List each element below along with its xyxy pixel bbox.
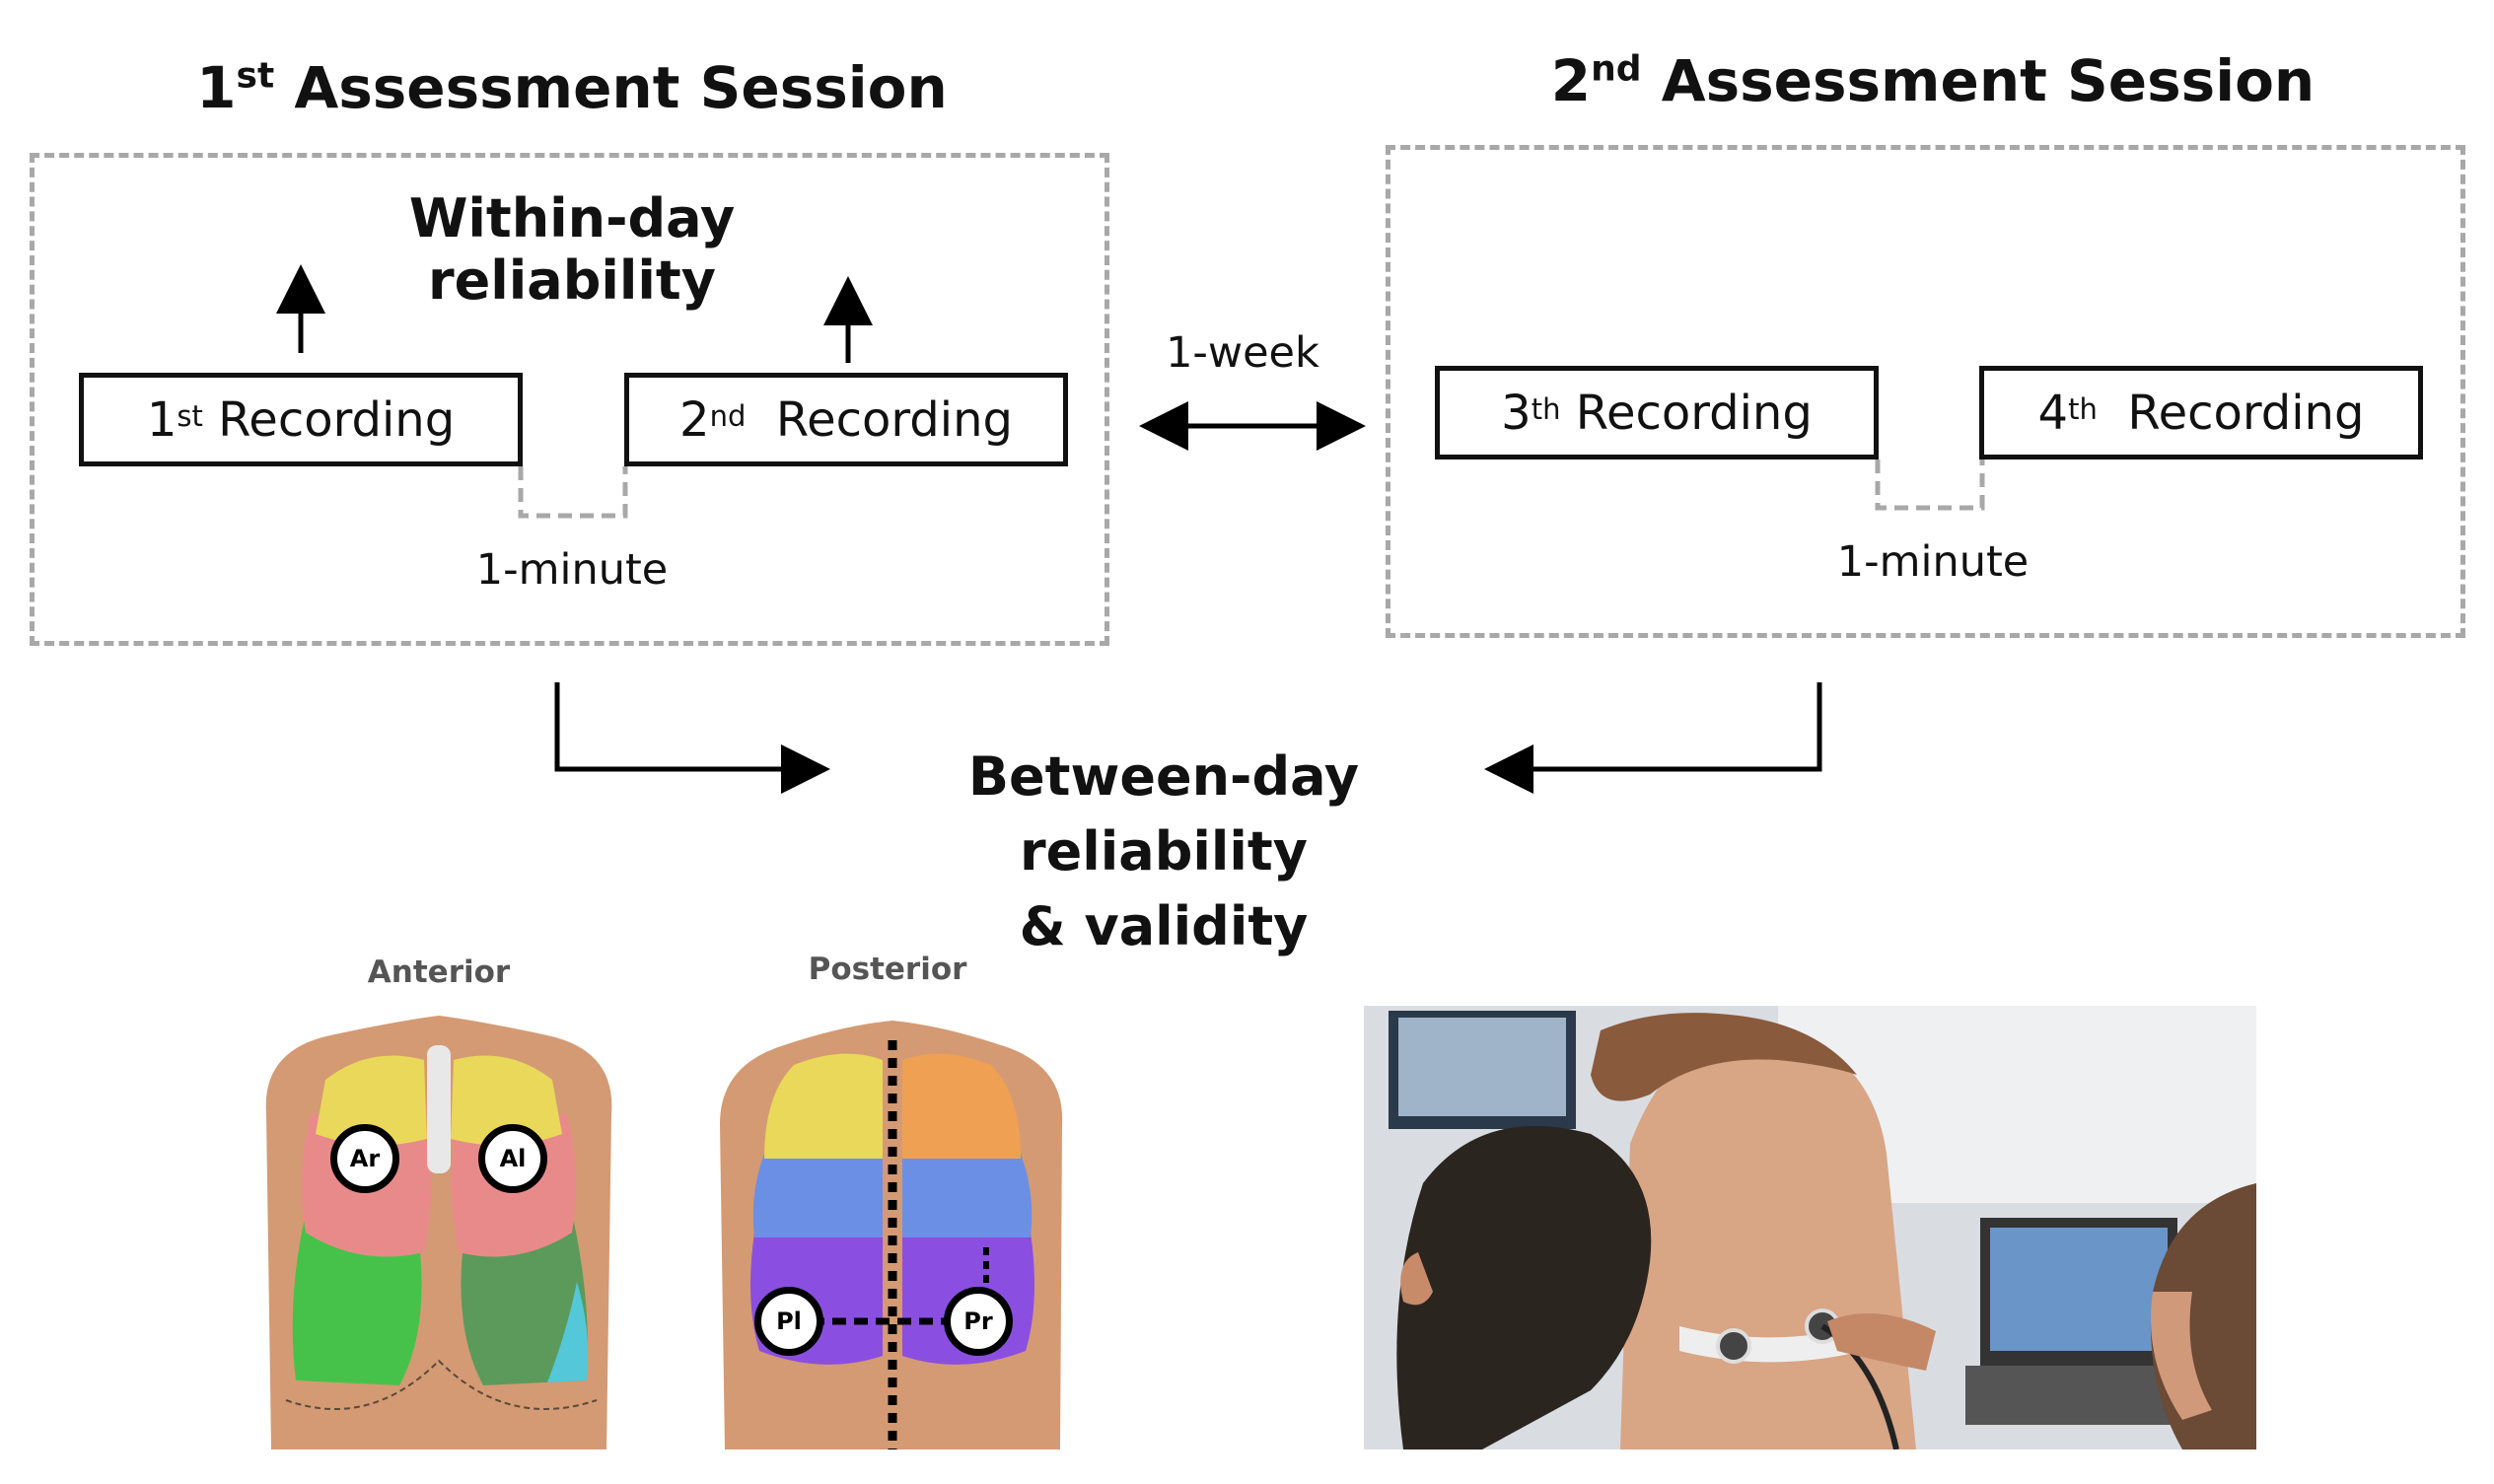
photo-patient-hair [1591,1013,1857,1101]
marker-pr: Pr [944,1287,1013,1356]
session1-interval-connector [518,466,628,519]
photo-examiner-right-face [2151,1292,2212,1420]
between-day-label: Between-day reliability & validity [967,745,1360,957]
photo-hand-right [1827,1313,1936,1371]
photo-right-laptop-screen [1990,1228,2168,1351]
session2-interval-label: 1-minute [1836,537,2030,587]
photo-examiner-left-ear [1400,1252,1433,1306]
marker-al: Al [478,1124,547,1193]
session1-interval-label: 1-minute [475,545,669,595]
posterior-lung-blue-right [902,1154,1033,1237]
session1-box [30,153,1109,646]
recording-photo [1364,1006,2256,1449]
photo-stethoscope-left [1716,1328,1751,1364]
week-interval-label: 1-week [1166,328,1319,378]
anterior-label: Anterior [367,954,511,990]
posterior-lung-yellow-left [764,1053,883,1159]
anterior-outline [285,1359,598,1410]
posterior-label: Posterior [808,952,967,987]
anterior-lung-yellow-left [316,1055,427,1146]
posterior-lung-blue-left [752,1154,883,1237]
anterior-lung-yellow-right [451,1055,562,1146]
session2-title: 2nd Assessment Session [1550,47,2316,114]
photo-examiner-left-head [1396,1125,1652,1449]
marker-ar: Ar [330,1124,399,1193]
posterior-torso-illustration [720,1021,1063,1449]
posterior-lung-orange-right [902,1053,1021,1159]
photo-left-laptop-screen [1398,1018,1566,1116]
anterior-torso-illustration [265,1016,612,1449]
session2-to-between-arrow [1484,682,1822,794]
session1-to-between-arrow [554,682,830,794]
session2-box [1386,145,2465,638]
session1-title: 1st Assessment Session [196,54,948,121]
within-day-label: Within-day reliability [408,187,736,312]
anterior-lung-cyan [547,1282,589,1382]
session2-interval-connector [1875,459,1985,511]
marker-pl: Pl [754,1287,823,1356]
anterior-trachea [427,1045,451,1173]
